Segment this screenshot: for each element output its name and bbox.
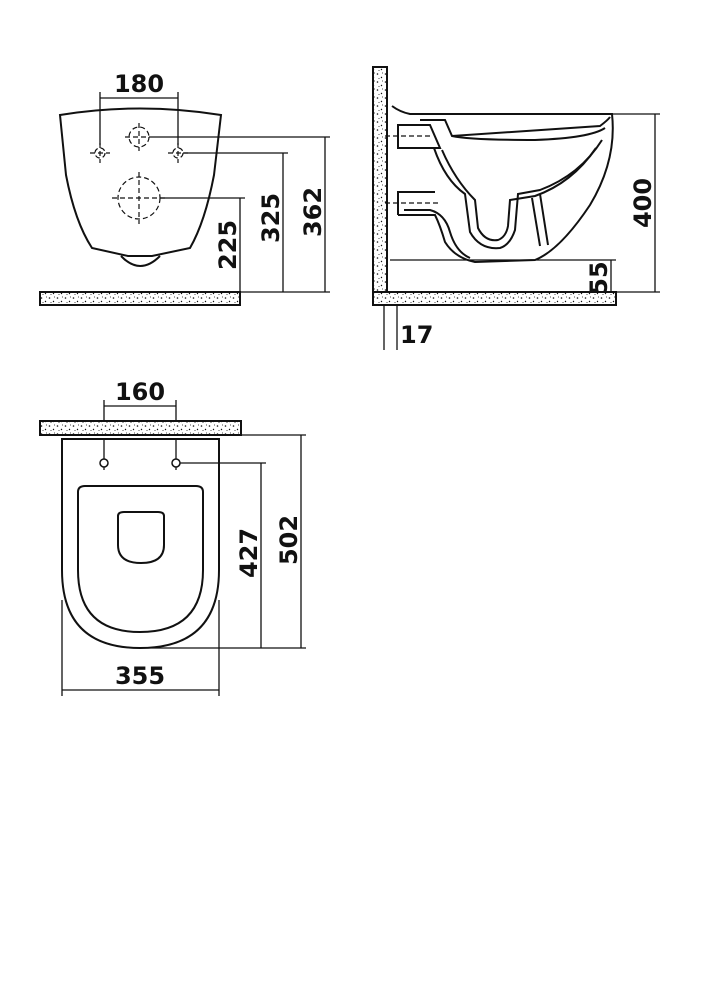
dim-225: 225: [160, 197, 245, 292]
dim-502: 502: [241, 434, 306, 648]
dim-180: 180: [99, 70, 179, 145]
dim-400-label: 400: [629, 178, 657, 228]
dim-355-label: 355: [115, 662, 165, 690]
dim-225-label: 225: [214, 220, 242, 270]
side-floor-slab: [372, 291, 617, 306]
top-fixing-holes: [99, 440, 181, 470]
front-outlet: [112, 172, 166, 224]
dim-180-label: 180: [114, 70, 164, 98]
side-view: 17 400: [372, 66, 660, 350]
dim-355: 355: [61, 600, 220, 696]
dim-362: 362: [153, 136, 330, 292]
dim-400: 400: [612, 113, 660, 293]
dim-325-label: 325: [257, 193, 285, 243]
dim-362-label: 362: [299, 187, 327, 237]
dim-427: 427: [140, 462, 306, 649]
dim-160: 160: [103, 378, 177, 421]
dim-160-label: 160: [115, 378, 165, 406]
front-view: 180 225 325 362: [39, 70, 330, 306]
front-bowl-outline: [58, 107, 223, 257]
top-basin: [117, 511, 165, 565]
top-bowl-outline: [61, 438, 220, 650]
dim-325: 325: [183, 152, 330, 293]
side-bowl-section: [385, 105, 614, 264]
dim-502-label: 502: [275, 515, 303, 565]
dim-55-label: 55: [585, 261, 613, 294]
front-fixing-holes: [90, 123, 188, 163]
top-seat-outline: [77, 485, 204, 634]
side-wall: [372, 66, 388, 306]
front-floor-slab: [39, 291, 241, 306]
dim-427-label: 427: [235, 528, 263, 578]
front-bowl-foot: [120, 255, 161, 267]
top-wall-slab: [39, 420, 242, 436]
top-view: 160 427 502 355: [39, 378, 306, 696]
dim-55: 55: [390, 259, 616, 295]
dim-17-label: 17: [400, 321, 433, 349]
